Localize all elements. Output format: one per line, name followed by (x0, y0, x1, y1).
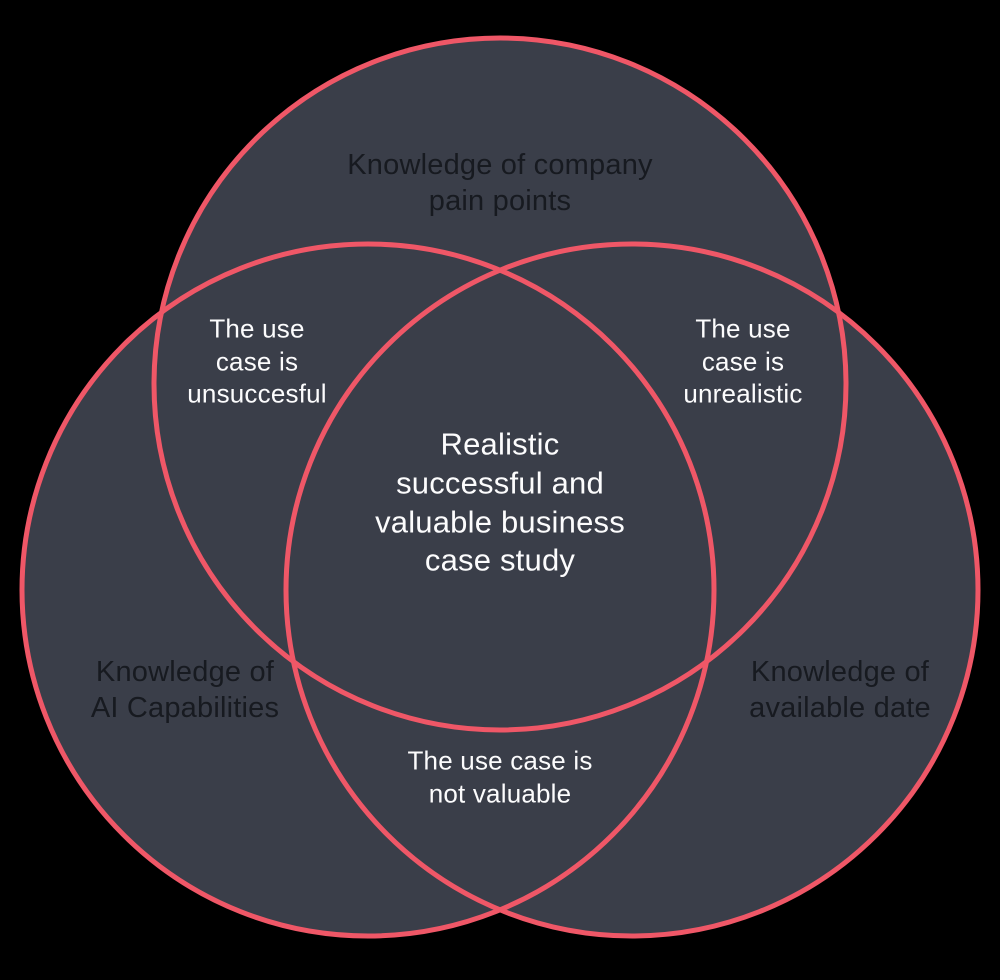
circle-outline-bottom-right (283, 241, 981, 939)
circle-label-ai-capabilities: Knowledge of AI Capabilities (90, 655, 280, 724)
intersection-label-not-valuable: The use case is not valuable (407, 745, 593, 809)
intersection-label-unrealistic: The use case is unrealistic (683, 313, 803, 409)
intersection-label-unsuccessful: The use case is unsuccesful (187, 313, 327, 409)
circle-label-company-pain-points: Knowledge of company pain points (347, 148, 653, 217)
center-label-business-case: Realistic successful and valuable busine… (375, 426, 625, 578)
circle-outline-bottom-left (19, 241, 717, 939)
circle-fill-bottom-right (286, 244, 978, 936)
circle-label-available-data: Knowledge of available date (749, 655, 931, 724)
circle-outline-top (151, 35, 849, 733)
